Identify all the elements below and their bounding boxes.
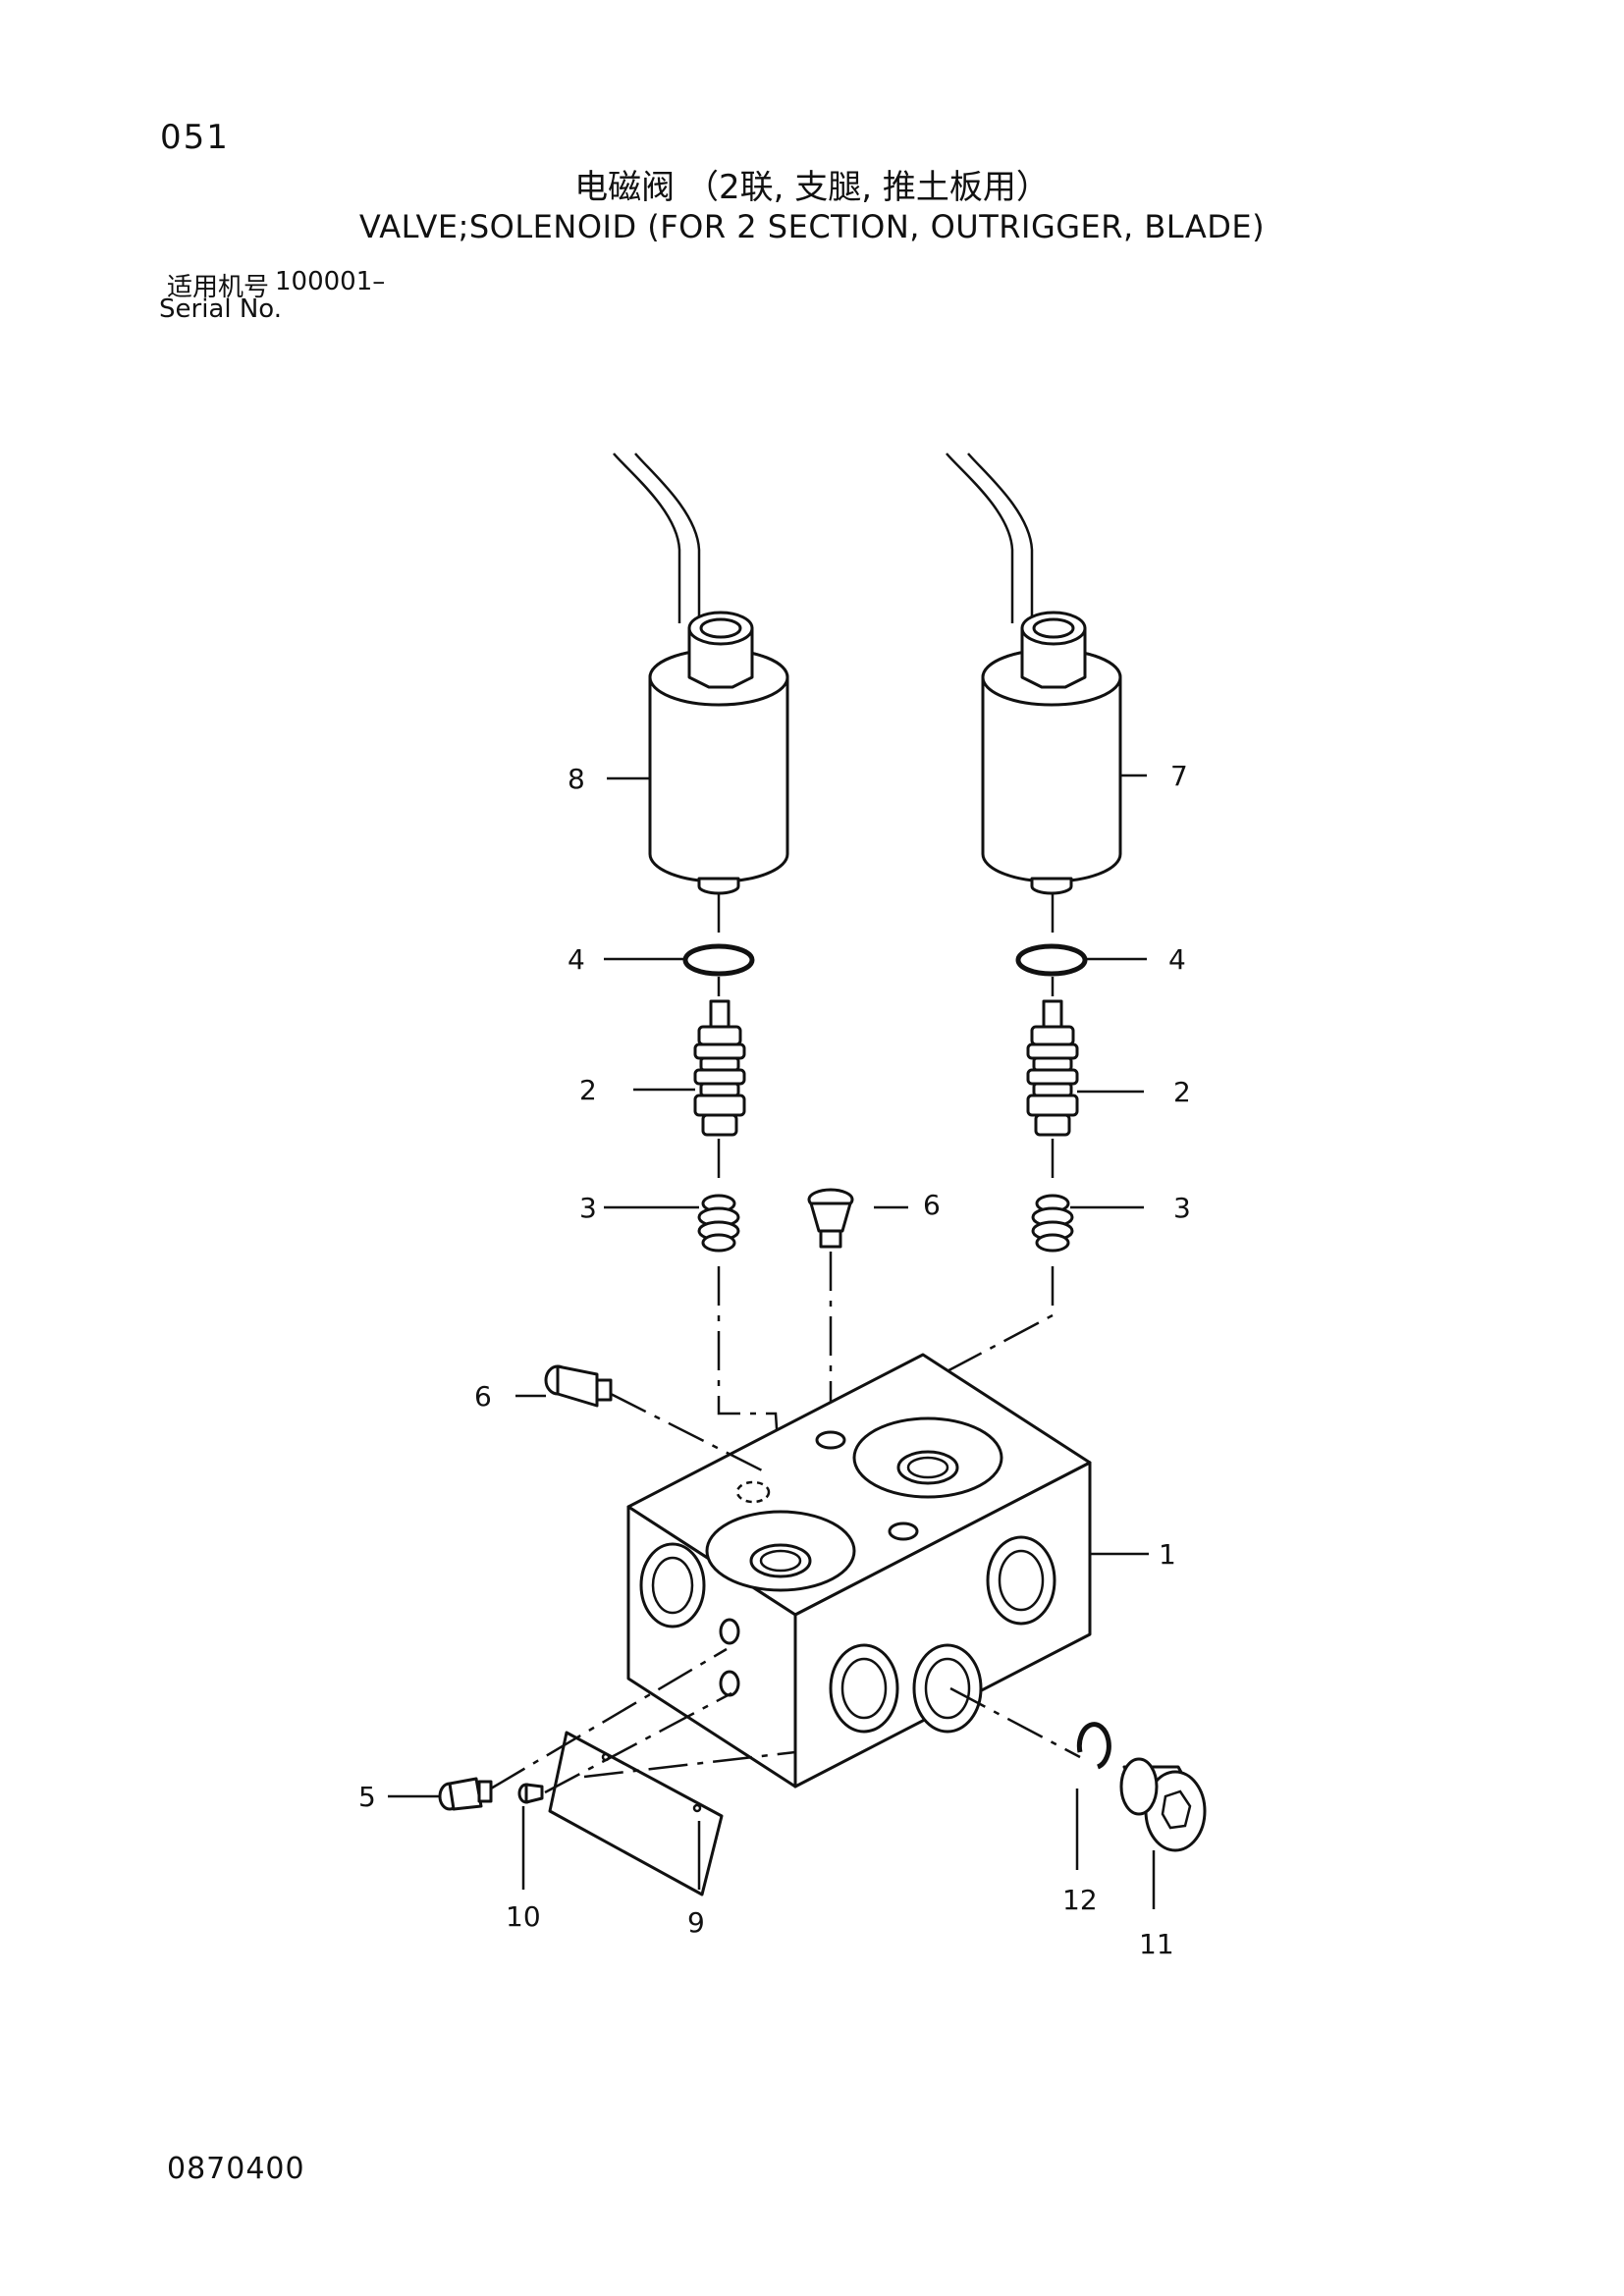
plug-5 bbox=[438, 1777, 493, 1811]
document-code: 0870400 bbox=[167, 2152, 305, 2186]
callout-3-right: 3 bbox=[1173, 1192, 1191, 1224]
callout-6-side: 6 bbox=[474, 1380, 492, 1413]
serial-value: 100001– bbox=[275, 267, 386, 296]
callout-4-right: 4 bbox=[1168, 943, 1186, 976]
callout-3-left: 3 bbox=[579, 1192, 597, 1224]
callout-1: 1 bbox=[1159, 1538, 1176, 1571]
callout-leaders bbox=[388, 774, 1156, 1909]
callout-9: 9 bbox=[687, 1906, 705, 1939]
callout-4-left: 4 bbox=[568, 943, 585, 976]
callout-10: 10 bbox=[506, 1900, 541, 1933]
callout-5: 5 bbox=[358, 1781, 376, 1813]
o-ring-12 bbox=[1076, 1722, 1111, 1770]
solenoid-coil-right bbox=[946, 453, 1122, 895]
serial-label-chinese: 适用机号 bbox=[167, 273, 270, 302]
callout-12: 12 bbox=[1062, 1884, 1098, 1916]
callout-8: 8 bbox=[568, 763, 585, 795]
valve-block bbox=[626, 1353, 1092, 1789]
callout-6-top: 6 bbox=[923, 1189, 941, 1221]
callout-7: 7 bbox=[1170, 760, 1188, 792]
callout-2-left: 2 bbox=[579, 1074, 597, 1106]
o-ring-right bbox=[1015, 943, 1088, 977]
o-ring-left bbox=[682, 943, 755, 977]
callout-2-right: 2 bbox=[1173, 1076, 1191, 1108]
name-plate bbox=[548, 1731, 724, 1896]
spring-right bbox=[1031, 1194, 1074, 1253]
plug-top bbox=[807, 1188, 854, 1249]
valve-spool-right bbox=[1026, 999, 1079, 1137]
serial-label-english: Serial No. bbox=[159, 294, 282, 324]
valve-spool-left bbox=[693, 999, 746, 1137]
page-number: 051 bbox=[160, 118, 230, 157]
title-chinese: 电磁阀 （2联, 支腿, 推土板用） bbox=[574, 168, 1050, 207]
plug-side bbox=[544, 1364, 613, 1408]
callout-11: 11 bbox=[1139, 1928, 1174, 1960]
solenoid-coil-left bbox=[613, 453, 789, 895]
hex-plug-11 bbox=[1119, 1757, 1207, 1852]
title-english: VALVE;SOLENOID (FOR 2 SECTION, OUTRIGGER… bbox=[358, 208, 1266, 245]
spring-left bbox=[697, 1194, 740, 1253]
screw-10 bbox=[517, 1783, 544, 1804]
